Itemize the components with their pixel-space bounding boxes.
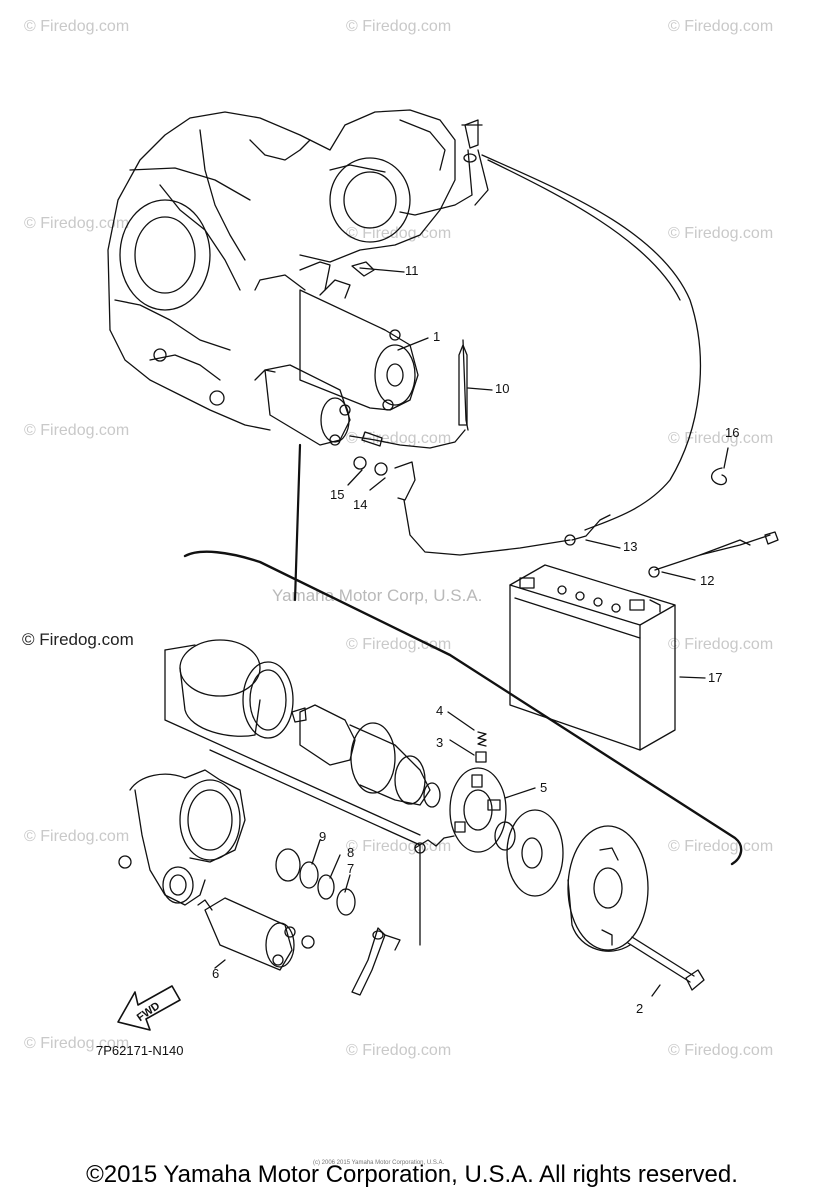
end-cover xyxy=(567,825,649,952)
part-label-2: 2 xyxy=(636,1001,644,1016)
part-label-11: 11 xyxy=(405,263,419,278)
exploded-frame xyxy=(183,550,743,866)
part-label-8: 8 xyxy=(347,845,355,860)
bushing xyxy=(275,848,301,882)
washer-7 xyxy=(336,888,356,916)
lead-12 xyxy=(654,534,771,571)
watermark: © Firedog.com xyxy=(22,630,134,649)
battery xyxy=(509,564,676,751)
leader-17 xyxy=(679,676,706,679)
watermark: © Firedog.com xyxy=(668,636,774,653)
washer-15 xyxy=(353,456,367,470)
part-label-13: 13 xyxy=(623,539,638,554)
part-label-1: 1 xyxy=(433,329,441,344)
leader-4 xyxy=(447,711,475,731)
lead-13 xyxy=(571,514,611,541)
part-label-16: 16 xyxy=(725,425,740,440)
leader-12 xyxy=(661,571,696,581)
washer-9 xyxy=(299,861,319,889)
watermark: © Firedog.com xyxy=(668,430,774,447)
watermark: © Firedog.com xyxy=(346,1042,452,1059)
exploded-box-left xyxy=(164,649,421,836)
watermark-center: Yamaha Motor Corp, U.S.A. xyxy=(272,586,483,605)
end-plate xyxy=(494,809,564,897)
exploded-box-right xyxy=(209,749,421,946)
part-label-7: 7 xyxy=(347,861,355,876)
lead-wire xyxy=(349,429,466,449)
clip-16 xyxy=(711,467,727,486)
watermark: © Firedog.com xyxy=(24,215,130,232)
part-label-12: 12 xyxy=(700,573,715,588)
part-label-4: 4 xyxy=(436,703,444,718)
brush-3 xyxy=(475,751,487,763)
battery-cable xyxy=(481,154,702,531)
brush-holder xyxy=(414,731,507,854)
leader-5 xyxy=(504,787,536,799)
solenoid xyxy=(197,897,315,971)
part-label-9: 9 xyxy=(319,829,327,844)
lead-10-boot xyxy=(458,344,468,426)
part-label-15: 15 xyxy=(330,487,345,502)
part-label-5: 5 xyxy=(540,780,548,795)
copyright-footer: ©2015 Yamaha Motor Corporation, U.S.A. A… xyxy=(86,1161,738,1188)
spring-4 xyxy=(477,731,487,747)
watermark: © Firedog.com xyxy=(24,18,130,35)
watermark: © Firedog.com xyxy=(24,1035,130,1052)
leader-3 xyxy=(449,739,475,756)
leader-1 xyxy=(397,337,429,351)
leader-9 xyxy=(311,839,321,865)
negative-cable xyxy=(403,499,571,556)
battery-cable-edge xyxy=(487,159,681,301)
nut-14 xyxy=(374,462,388,476)
watermark: © Firedog.com xyxy=(668,1042,774,1059)
shift-lever xyxy=(351,927,401,996)
tiny-copyright: (c) 2006 2015 Yamaha Motor Corporation, … xyxy=(313,1160,445,1166)
leader-line xyxy=(293,443,302,602)
part-label-10: 10 xyxy=(495,381,510,396)
starter-motor xyxy=(254,261,419,446)
part-label-3: 3 xyxy=(436,735,444,750)
circlip-8 xyxy=(317,874,335,900)
leader-8 xyxy=(329,854,341,879)
leader-6 xyxy=(214,959,226,969)
leader-2 xyxy=(651,984,661,997)
watermark: © Firedog.com xyxy=(346,18,452,35)
watermark: © Firedog.com xyxy=(668,225,774,242)
leader-16 xyxy=(723,447,729,469)
part-label-14: 14 xyxy=(353,497,368,512)
engine-block xyxy=(107,109,456,431)
part-label-6: 6 xyxy=(212,966,220,981)
leader-13 xyxy=(585,539,621,549)
lead-10 xyxy=(462,339,469,431)
leader-7 xyxy=(344,874,351,893)
yoke-housing xyxy=(179,639,294,739)
watermark: © Firedog.com xyxy=(24,828,130,845)
boot-cap xyxy=(394,461,416,501)
watermark: © Firedog.com xyxy=(668,18,774,35)
leader-15 xyxy=(347,469,363,486)
armature xyxy=(291,704,441,808)
drawing-code: 7P62171-N140 xyxy=(96,1043,184,1058)
watermark: © Firedog.com xyxy=(24,422,130,439)
watermark: © Firedog.com xyxy=(346,636,452,653)
leader-10 xyxy=(467,387,493,391)
through-bolt-2 xyxy=(627,936,705,991)
terminal-connector xyxy=(361,431,383,447)
bracket xyxy=(399,119,489,216)
front-housing xyxy=(118,769,246,906)
leader-14 xyxy=(369,477,386,491)
fwd-arrow xyxy=(117,985,181,1031)
leader-11 xyxy=(359,267,405,273)
part-label-17: 17 xyxy=(708,670,723,685)
watermark: © Firedog.com xyxy=(668,838,774,855)
